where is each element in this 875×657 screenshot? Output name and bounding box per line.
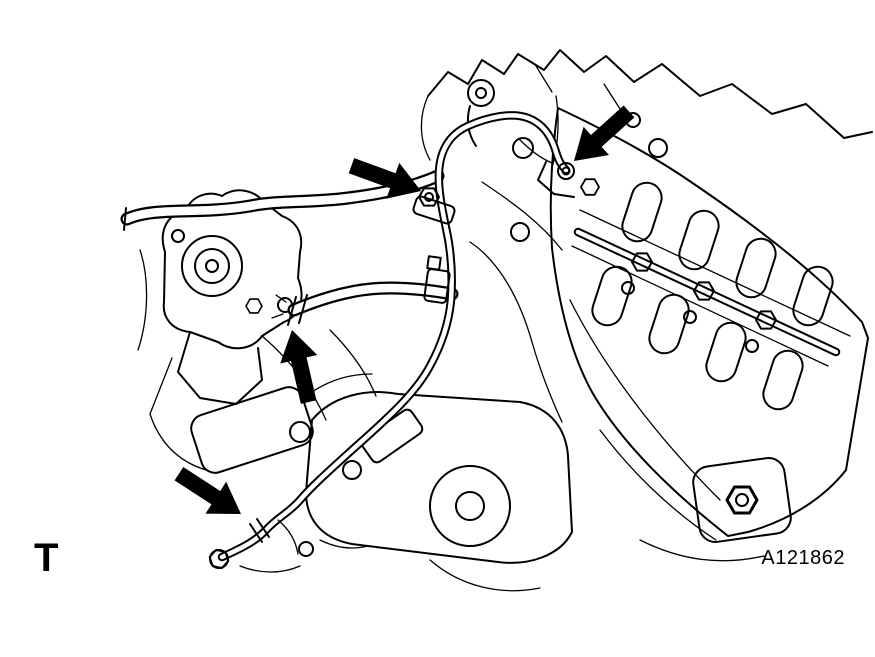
pipe-bracket-bolt	[412, 187, 456, 225]
arrow-to-upper-pipe-union-icon	[574, 105, 635, 161]
figure-corner-label: T	[34, 536, 59, 580]
hose-end-clamp	[271, 294, 308, 326]
lower-engine-block	[305, 373, 573, 592]
arrow-to-lower-union-bolt-icon	[174, 466, 241, 514]
hose-clamp	[423, 255, 451, 304]
arrow-to-pipe-bracket-bolt-icon	[348, 158, 421, 199]
fittings	[123, 161, 600, 573]
arrow-to-hose-end-clamp-icon	[280, 330, 318, 404]
hose-open-end	[123, 207, 127, 231]
engine-top-silhouette	[427, 49, 873, 139]
fuel-rail	[571, 227, 841, 367]
upper-pipe-union	[537, 161, 600, 198]
hex-boss	[692, 457, 792, 543]
figure-id: A121862	[761, 547, 845, 569]
pump-assembly	[137, 189, 377, 474]
lower-union-bolt	[207, 518, 369, 573]
engine-block-lines	[469, 181, 765, 562]
engine-background-art	[137, 49, 873, 592]
callout-arrows	[174, 105, 635, 514]
intake-ports	[591, 181, 834, 411]
valve-cover-outline	[549, 107, 869, 537]
